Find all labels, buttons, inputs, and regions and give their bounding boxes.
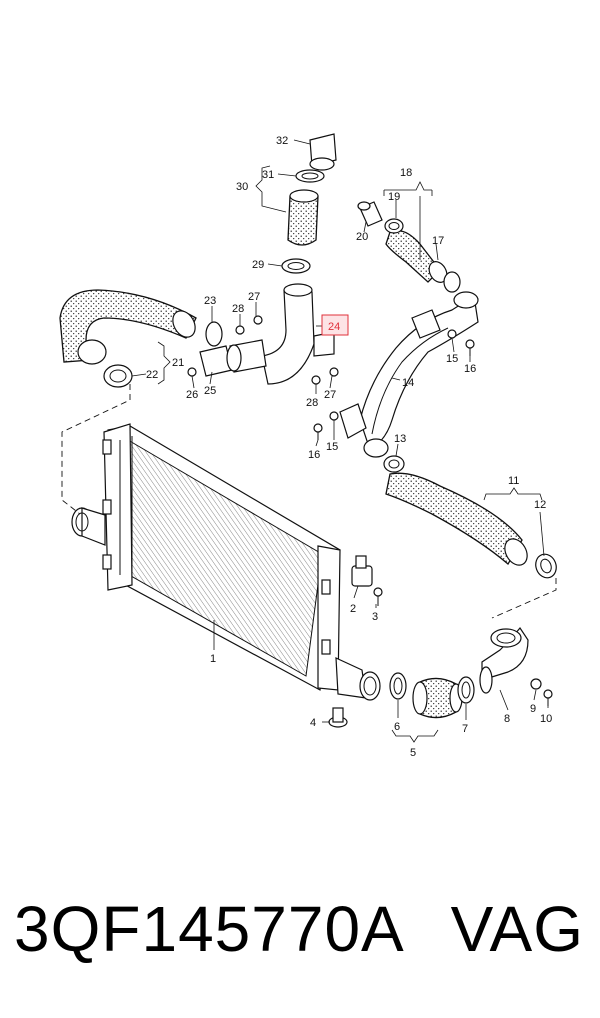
callout-18: 18 [400, 167, 412, 179]
callout-14: 14 [402, 377, 414, 389]
callout-5: 5 [410, 747, 416, 759]
hose-clamp-12 [535, 553, 557, 579]
part-number: 3QF145770A [14, 893, 405, 965]
callout-8: 8 [504, 713, 510, 725]
leader-lines [131, 139, 549, 723]
callout-27-lower: 27 [324, 389, 336, 401]
callout-27-upper: 27 [248, 291, 260, 303]
lower-hose-clamp-left [389, 672, 407, 700]
callout-11: 11 [508, 475, 519, 487]
bracket-11 [483, 487, 543, 501]
connector-pipe-left [226, 339, 267, 373]
bracket-30 [255, 165, 287, 213]
callout-6: 6 [394, 721, 400, 733]
callout-20: 20 [356, 231, 368, 243]
intercooler-outlet-stub [335, 657, 381, 701]
hose-clamp-22 [103, 364, 133, 388]
callout-16-lower: 16 [308, 449, 320, 461]
bracket-5 [391, 729, 439, 743]
upper-right-hose [385, 229, 448, 283]
hose-clamp-23 [205, 321, 223, 347]
hose-clamp-17 [443, 271, 461, 293]
callout-29: 29 [252, 259, 264, 271]
brand-label: VAG [450, 893, 584, 965]
callout-28-lower: 28 [306, 397, 318, 409]
callout-7: 7 [462, 723, 468, 735]
callout-26: 26 [186, 389, 198, 401]
bolt-15-lower [329, 411, 339, 421]
dashed-link-left [61, 384, 131, 515]
callout-28-upper: 28 [232, 303, 244, 315]
callout-15-lower: 15 [326, 441, 338, 453]
intercooler [102, 423, 341, 691]
hose-clamp-31 [295, 169, 325, 183]
exploded-parts-diagram: 32 31 30 29 24 23 28 27 21 22 26 25 27 2… [59, 133, 557, 759]
bracket-18 [383, 181, 433, 196]
hose-clamp-29 [281, 258, 311, 274]
lower-hose-clamp-right [457, 676, 475, 704]
callout-31: 31 [262, 169, 274, 181]
connector-20 [357, 201, 383, 227]
intake-pipe-24 [261, 283, 335, 385]
bolt-28-upper [235, 325, 245, 335]
callout-32: 32 [276, 135, 288, 147]
callout-15-upper: 15 [446, 353, 458, 365]
long-charge-hose [385, 472, 528, 566]
bolt-9 [530, 678, 542, 690]
elbow-pipe [479, 626, 529, 694]
bolt-28-lower [311, 375, 321, 385]
callout-4: 4 [310, 717, 316, 729]
callout-12: 12 [534, 499, 546, 511]
callout-25: 25 [204, 385, 216, 397]
callout-16-upper: 16 [464, 363, 476, 375]
callout-17: 17 [432, 235, 444, 247]
pressure-sensor [351, 555, 373, 587]
left-charge-hose [59, 289, 197, 365]
callout-10: 10 [540, 713, 552, 725]
screw-10 [543, 689, 553, 706]
screw-16-lower [313, 423, 323, 440]
bolt-15-upper [447, 329, 457, 339]
callout-23: 23 [204, 295, 216, 307]
callout-30: 30 [236, 181, 248, 193]
bolt-27-lower [329, 367, 339, 377]
callout-13: 13 [394, 433, 406, 445]
callout-19: 19 [388, 191, 400, 203]
callout-9: 9 [530, 703, 536, 715]
dashed-link-right [491, 578, 557, 619]
caption-bar: 3QF145770A VAG [0, 892, 600, 982]
callout-2: 2 [350, 603, 356, 615]
bracket-21 [157, 341, 171, 385]
callout-labels: 32 31 30 29 24 23 28 27 21 22 26 25 27 2… [146, 135, 552, 759]
charge-air-pipe [339, 291, 479, 458]
callout-24: 24 [328, 321, 340, 333]
sensor-screw [373, 587, 383, 606]
callout-3: 3 [372, 611, 378, 623]
bolt-27-upper [253, 315, 263, 325]
screw-16-upper [465, 339, 475, 356]
callout-24-highlight-box [321, 314, 349, 336]
intake-connector-32 [309, 133, 337, 171]
callout-21: 21 [172, 357, 184, 369]
callout-22: 22 [146, 369, 158, 381]
callout-1: 1 [210, 653, 216, 665]
bolt-26 [187, 367, 197, 377]
hose-clamp-19 [384, 218, 404, 234]
hose-clamp-13 [383, 455, 405, 473]
intercooler-inlet-stub [71, 507, 106, 546]
intake-hose-30 [287, 189, 319, 246]
lower-hose [412, 677, 463, 719]
drain-plug [328, 707, 348, 728]
